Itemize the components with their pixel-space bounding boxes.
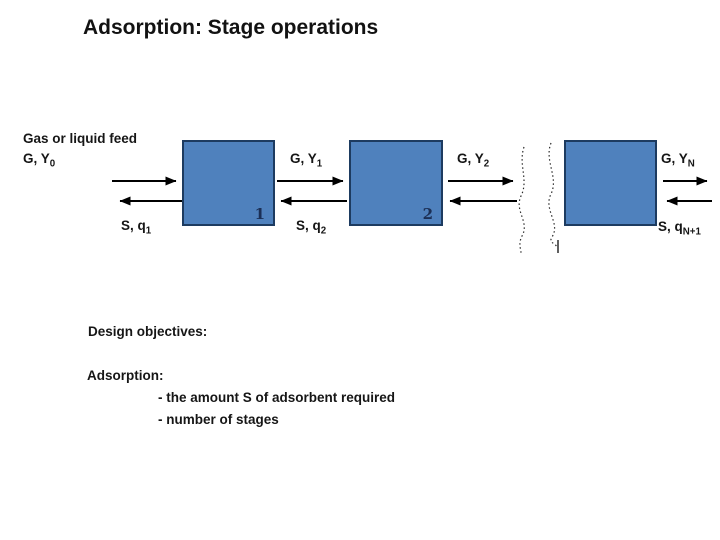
stream-label-gy1: G, Y1 [290,151,323,170]
stream-label-gy2-sub: 2 [483,158,490,170]
stream-label-gyn-main: G, Y [661,151,688,166]
stream-label-sq2-sub: 2 [320,225,327,237]
stream-label-gy2: G, Y2 [457,151,490,170]
stream-label-gyn: G, YN [661,151,695,170]
stream-label-sqn1-sub: N+1 [682,226,701,238]
slide-title: Adsorption: Stage operations [83,16,379,39]
stage-box-1: 1 [182,140,275,226]
stage-number-1: 1 [254,205,265,223]
stream-label-sq1: S, q1 [121,218,152,237]
stream-label-gy2-main: G, Y [457,151,484,166]
stream-label-gyn-sub: N [687,158,695,170]
objective-bullet-amount: - the amount S of adsorbent required [158,390,396,405]
stage-box-n [564,140,657,226]
stream-label-gy1-sub: 1 [316,158,323,170]
feed-label: Gas or liquid feed [23,131,138,146]
break-wavy-line-left [518,146,525,254]
stream-label-sq2: S, q2 [296,218,327,237]
stream-label-gy0-sub: 0 [49,158,56,170]
stream-label-sq1-main: S, q [121,218,146,233]
break-wavy-line-right [548,142,558,249]
stream-label-gy0-main: G, Y [23,151,50,166]
stage-number-2: 2 [422,205,433,223]
stream-label-sqn1: S, qN+1 [658,219,701,238]
adsorption-heading: Adsorption: [87,368,164,383]
design-objectives-heading: Design objectives: [88,324,208,339]
stream-label-sqn1-main: S, q [658,219,683,234]
stream-label-sq2-main: S, q [296,218,321,233]
stream-label-gy0: G, Y0 [23,151,56,170]
stream-label-sq1-sub: 1 [145,225,152,237]
stage-box-2: 2 [349,140,443,226]
stream-label-gy1-main: G, Y [290,151,317,166]
objective-bullet-stages: - number of stages [158,412,279,427]
